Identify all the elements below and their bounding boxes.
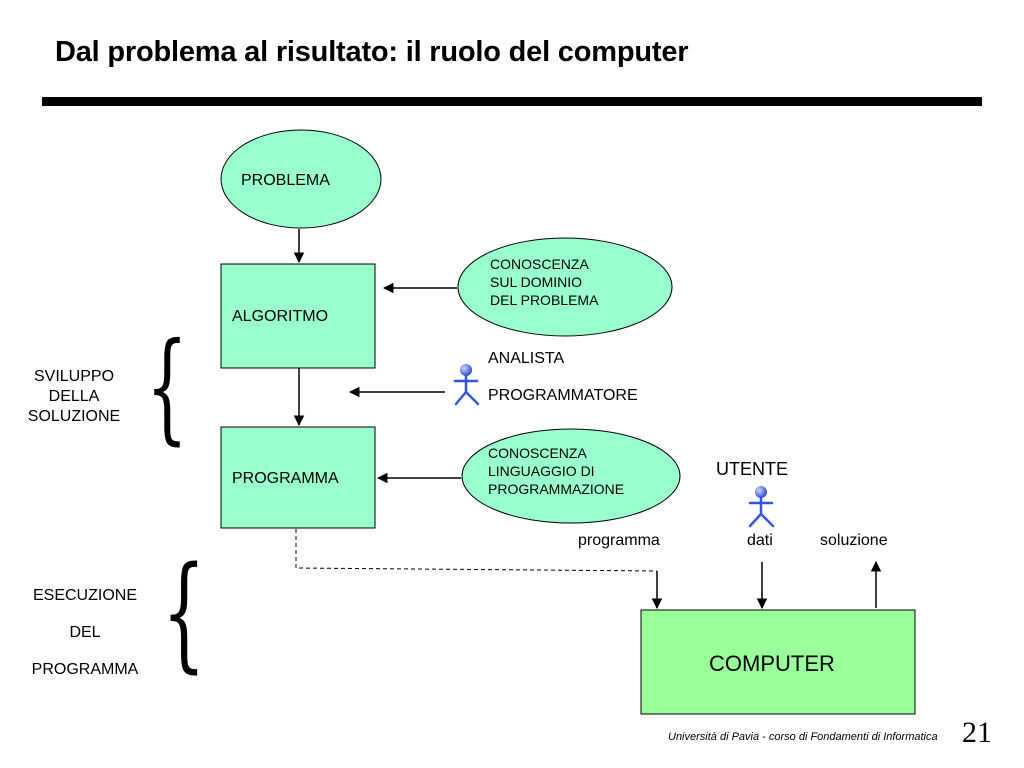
conoscenza-linguaggio-line-3: PROGRAMMAZIONE (488, 481, 625, 498)
output-soluzione-label: soluzione (820, 532, 888, 549)
conoscenza-dominio-ellipse (457, 237, 673, 337)
utente-label: UTENTE (716, 459, 788, 479)
programma-label: PROGRAMMA (232, 470, 339, 487)
conoscenza-linguaggio-line-2: LINGUAGGIO DI (488, 463, 595, 480)
sviluppo-line-1: SVILUPPO (33, 368, 115, 385)
algoritmo-box (220, 263, 376, 369)
sviluppo-line-3: SOLUZIONE (27, 408, 121, 425)
computer-label: COMPUTER (709, 651, 835, 676)
footer-text: Università di Pavia - corso di Fondament… (668, 731, 938, 743)
conoscenza-dominio-line-1: CONOSCENZA (490, 256, 589, 272)
conoscenza-dominio-line-3: DEL PROBLEMA (490, 292, 599, 309)
programmatore-label: PROGRAMMATORE (488, 387, 638, 404)
sviluppo-label: SVILUPPO DELLA SOLUZIONE (12, 367, 136, 427)
problema-label: PROBLEMA (241, 172, 330, 189)
programma-box (220, 426, 376, 529)
utente-figure-icon (748, 486, 775, 528)
analista-label: ANALISTA (488, 350, 565, 367)
esecuzione-brace: { (162, 540, 206, 685)
page-number: 21 (962, 716, 992, 749)
conoscenza-linguaggio-text: CONOSCENZA LINGUAGGIO DI PROGRAMMAZIONE (488, 444, 624, 499)
input-dati-label: dati (747, 532, 773, 549)
slide-title: Dal problema al risultato: il ruolo del … (55, 36, 689, 68)
problema-ellipse (220, 129, 382, 229)
input-programma-label: programma (578, 532, 660, 549)
conoscenza-linguaggio-ellipse (461, 428, 681, 524)
analista-figure-icon (453, 364, 480, 406)
esecuzione-label: ESECUZIONE DEL PROGRAMMA (14, 577, 156, 688)
sviluppo-line-2: DELLA (48, 388, 100, 405)
algoritmo-label: ALGORITMO (232, 308, 329, 325)
computer-box (640, 609, 916, 715)
esecuzione-line-1: ESECUZIONE (32, 587, 137, 604)
conoscenza-dominio-text: CONOSCENZA SUL DOMINIO DEL PROBLEMA (490, 255, 598, 310)
title-divider (42, 97, 982, 106)
dashed-link-programma-computer (295, 529, 658, 572)
esecuzione-line-2: DEL (69, 624, 101, 641)
sviluppo-brace: { (146, 318, 188, 457)
conoscenza-linguaggio-line-1: CONOSCENZA (488, 445, 587, 461)
esecuzione-line-3: PROGRAMMA (31, 661, 139, 678)
conoscenza-dominio-line-2: SUL DOMINIO (490, 274, 583, 291)
